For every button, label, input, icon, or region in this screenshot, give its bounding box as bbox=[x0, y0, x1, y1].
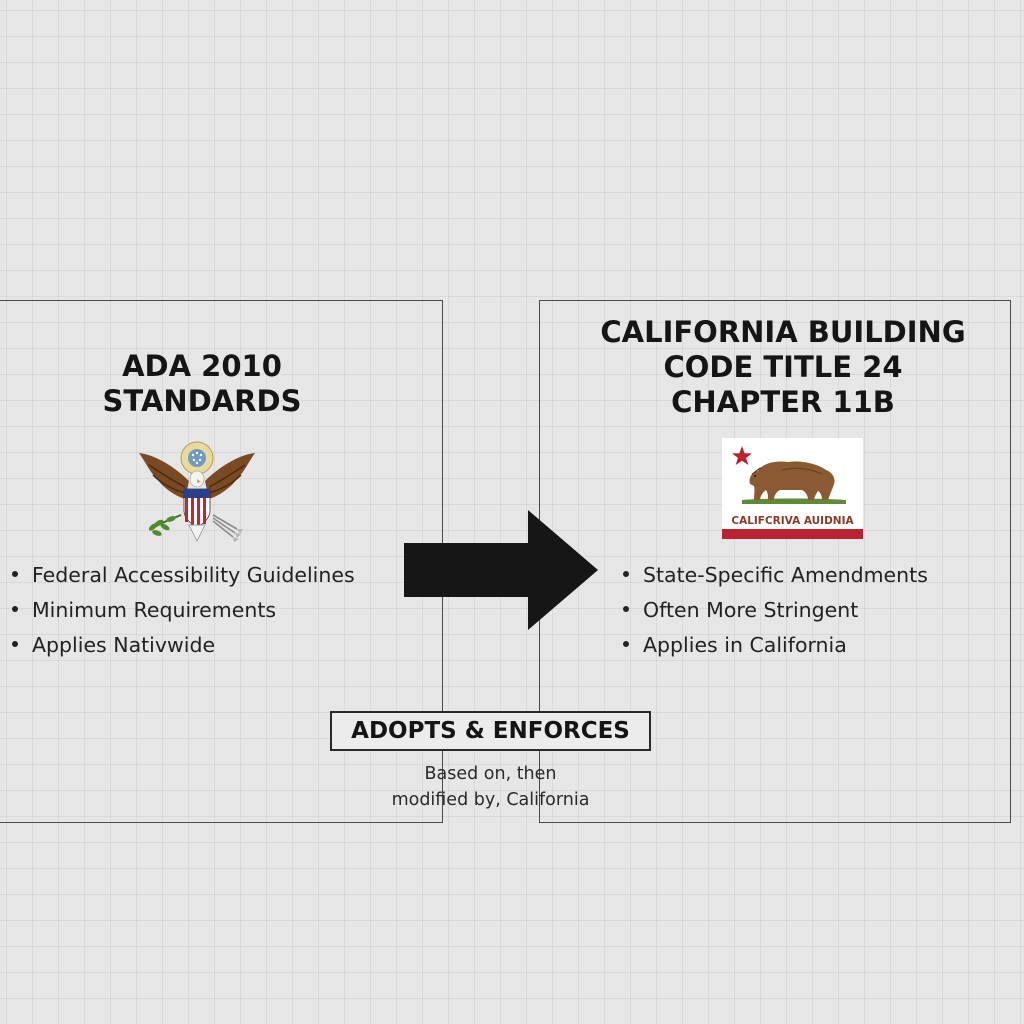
list-item: State-Specific Amendments bbox=[623, 558, 928, 593]
california-flag-icon: CALIFCRIVA AUIDNIA bbox=[722, 438, 863, 539]
california-title-line-2: CODE TITLE 24 bbox=[663, 349, 903, 384]
us-great-seal-icon bbox=[139, 441, 255, 542]
relationship-note-line-2: modified by, California bbox=[391, 790, 590, 810]
adopts-enforces-label: ADOPTS & ENFORCES bbox=[330, 711, 651, 751]
ada-bullet-list: Federal Accessibility Guidelines Minimum… bbox=[12, 558, 355, 663]
list-item: Minimum Requirements bbox=[12, 593, 355, 628]
list-item: Federal Accessibility Guidelines bbox=[12, 558, 355, 593]
california-title-line-3: CHAPTER 11B bbox=[671, 384, 895, 419]
california-bullet-list: State-Specific Amendments Often More Str… bbox=[623, 558, 928, 663]
list-item: Applies in California bbox=[623, 628, 928, 663]
california-flag-text: CALIFCRIVA AUIDNIA bbox=[731, 515, 854, 527]
ada-standards-panel: ADA 2010 STANDARDS bbox=[0, 300, 443, 823]
right-arrow-icon bbox=[404, 510, 598, 630]
california-title-line-1: CALIFORNIA BUILDING bbox=[600, 315, 966, 349]
list-item: Often More Stringent bbox=[623, 593, 928, 628]
relationship-note-line-1: Based on, then bbox=[424, 764, 557, 784]
relationship-note: Based on, then modified by, California bbox=[330, 761, 651, 813]
list-item: Applies Nativwide bbox=[12, 628, 355, 663]
ada-title-line-1: ADA 2010 bbox=[122, 349, 282, 383]
ada-title-line-2: STANDARDS bbox=[102, 383, 302, 418]
california-panel-title: CALIFORNIA BUILDING CODE TITLE 24 CHAPTE… bbox=[540, 315, 1024, 419]
ada-panel-title: ADA 2010 STANDARDS bbox=[0, 349, 407, 419]
california-code-panel: CALIFORNIA BUILDING CODE TITLE 24 CHAPTE… bbox=[539, 300, 1011, 823]
